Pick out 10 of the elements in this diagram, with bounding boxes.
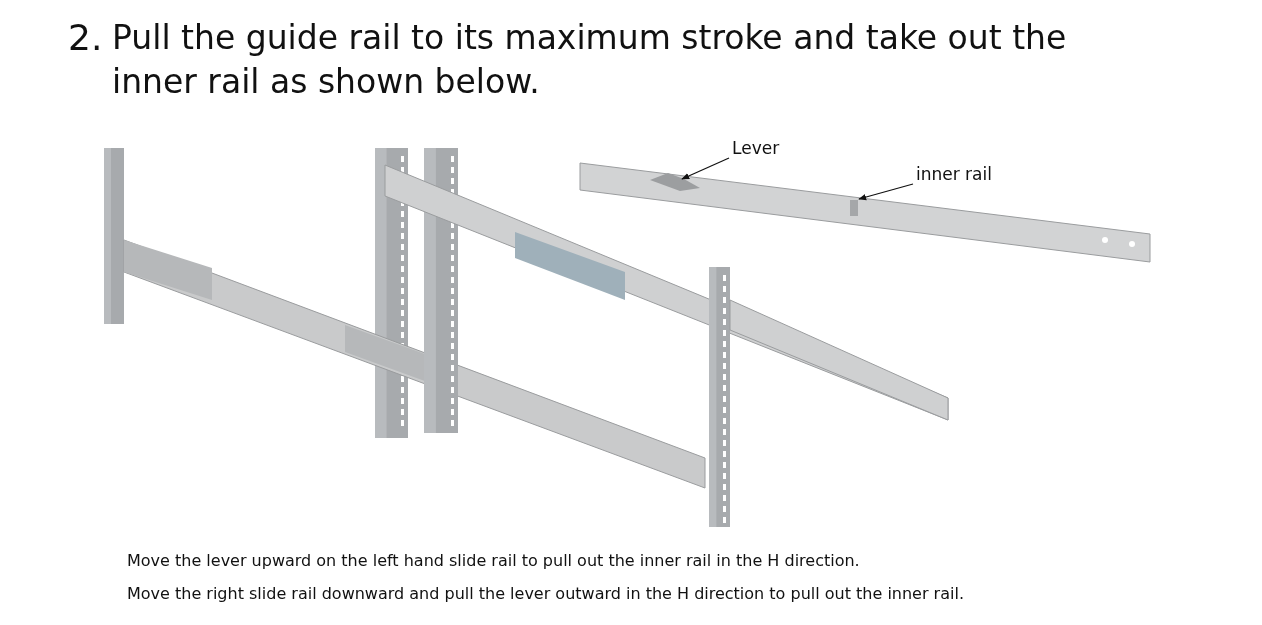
title: Pull the guide rail to its maximum stroke and take out the inner rail as shown below. — [112, 17, 1068, 103]
part-label: inner rail — [916, 164, 992, 184]
instruction-text: Move the right slide rail downward and pull the lever outward in the H direction to pull out the inner rail. — [127, 583, 964, 605]
part-label: Lever — [732, 138, 780, 158]
lever-drawing — [650, 173, 700, 191]
inner-rail-drawing — [579, 162, 1151, 263]
instruction-text: Move the lever upward on the left hand slide rail to pull out the inner rail in the H direction. — [127, 550, 860, 572]
leader-line — [858, 183, 914, 201]
leader-line — [681, 157, 730, 180]
step-number: 2. — [68, 16, 103, 60]
